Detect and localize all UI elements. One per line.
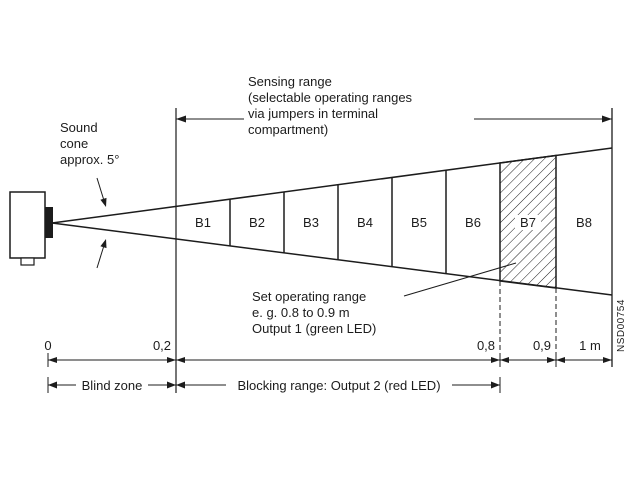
zone-label-b7: B7 [520,215,536,230]
zone-label-b6: B6 [465,215,481,230]
zone-label-b5: B5 [411,215,427,230]
sensing-range-label-line3: via jumpers in terminal [248,106,378,121]
sensing-range-arrow-right-icon [602,115,612,123]
sound-cone-label-line3: approx. 5° [60,152,119,167]
sound-cone-label-line1: Sound [60,120,98,135]
axis-arrow-0-8-right-icon [500,357,509,363]
blocking-range-arrow-right-icon [491,381,500,389]
sensing-range-label-background [244,72,474,140]
axis-arrow-1-m-icon [603,357,612,363]
blind-zone-label: Blind zone [82,378,143,393]
blind-zone-arrow-left-icon [48,381,57,389]
blocking-range-label: Blocking range: Output 2 (red LED) [237,378,440,393]
axis-label-0: 0 [44,338,51,353]
blocking-range-arrow-left-icon [176,381,185,389]
zone-label-b7-background [515,215,541,230]
sensor-body [9,191,46,259]
set-range-leader-line [403,262,517,297]
sensing-range-label-line4: compartment) [248,122,328,137]
axis-arrow-0-8-left-icon [491,357,500,363]
axis-label-0-8: 0,8 [477,338,495,353]
axis-arrow-0-9-left-icon [547,357,556,363]
angle-arrow-bottom-line [96,246,104,269]
sensing-range-label-line1: Sensing range [248,74,332,89]
set-range-label-line2: e. g. 0.8 to 0.9 m [252,305,350,320]
zone-label-b4: B4 [357,215,373,230]
zone-label-b3: B3 [303,215,319,230]
axis-label-0-2: 0,2 [153,338,171,353]
axis-label-1-m: 1 m [579,338,601,353]
axis-arrow-0-2-right-icon [176,357,185,363]
sensing-range-label-line2: (selectable operating ranges [248,90,413,105]
blind-zone-arrow-right-icon [167,381,176,389]
angle-arrow-top-line [96,177,104,200]
sensing-range-arrow-left-icon [176,115,186,123]
set-range-label-line3: Output 1 (green LED) [252,321,376,336]
angle-arrow-bottom-icon [100,239,107,249]
angle-arrow-top-icon [100,197,107,207]
axis-arrow-0-2-left-icon [167,357,176,363]
zone-label-b8: B8 [576,215,592,230]
set-range-label-line1: Set operating range [252,289,366,304]
sensor-transducer-face [45,207,53,238]
axis-arrow-0-9-right-icon [556,357,565,363]
sensor-foot [20,257,35,266]
zone-label-b2: B2 [249,215,265,230]
sound-cone-label-line2: cone [60,136,88,151]
zone-label-b1: B1 [195,215,211,230]
axis-arrow-0-left-icon [48,357,57,363]
axis-label-0-9: 0,9 [533,338,551,353]
doc-number-label: NSD00754 [616,299,627,352]
